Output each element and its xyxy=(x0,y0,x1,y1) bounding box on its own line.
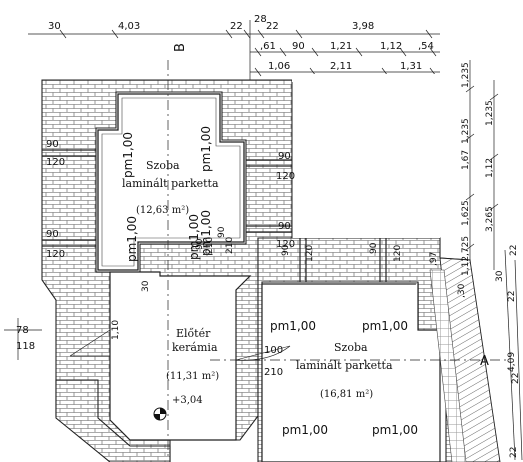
opening-label-15: 90 xyxy=(369,242,379,254)
pm-label-1: pm1,00 xyxy=(121,131,135,178)
dim-right-11: ,30 xyxy=(457,283,467,298)
pm-label-6: pm1,00 xyxy=(362,319,409,333)
opening-label-19: 78 xyxy=(16,325,29,336)
dim-right-3: 1,235 xyxy=(461,118,471,144)
opening-label-4: 120 xyxy=(276,171,296,182)
opening-label-22: 30 xyxy=(141,280,151,292)
hall-area: (11,31 m²) xyxy=(166,371,220,382)
dim-second-4: 1,12 xyxy=(380,41,403,52)
opening-label-20: 118 xyxy=(16,341,36,352)
opening-label-2: 120 xyxy=(46,157,66,168)
bay-window xyxy=(55,379,171,462)
right-dimension-lines xyxy=(465,60,523,461)
section-mark-b: B xyxy=(173,43,188,52)
dim-top-3: 22 xyxy=(230,21,243,32)
dim-third-3: 1,31 xyxy=(400,61,423,72)
dim-right-14: 4,09 xyxy=(507,351,517,372)
pm-label-9: pm1,00 xyxy=(187,213,201,260)
door-swing-entry xyxy=(69,329,111,357)
opening-label-18: 210 xyxy=(264,367,284,378)
dim-right-15: 22 xyxy=(507,290,517,302)
dim-right-6: 1,625 xyxy=(461,200,471,226)
room2-floor: laminált parketta xyxy=(296,359,393,372)
opening-label-12: 210 xyxy=(225,236,235,254)
dim-right-17: 22 xyxy=(509,446,519,458)
dim-right-12: 22 xyxy=(509,244,519,256)
dim-right-13: 30 xyxy=(495,270,505,282)
pm-label-8: pm1,00 xyxy=(372,423,419,437)
dim-right-4: 1,67 xyxy=(461,149,471,170)
dim-right-8: 3,265 xyxy=(485,206,495,232)
dim-second-1: ,61 xyxy=(260,41,276,52)
opening-label-1: 90 xyxy=(46,139,59,150)
pm-label-7: pm1,00 xyxy=(282,423,329,437)
room2-name: Szoba xyxy=(334,341,368,354)
dim-right-16: 22 xyxy=(511,372,521,384)
room1-finish-line xyxy=(101,97,241,267)
opening-label-21: 1,10 xyxy=(111,319,121,340)
hall-name: Előtér xyxy=(176,327,211,340)
room1-floor: laminált parketta xyxy=(122,177,219,190)
dim-right-5: 1,12 xyxy=(485,157,495,178)
room2-area: (16,81 m²) xyxy=(320,389,374,400)
door-swing xyxy=(235,345,291,361)
dim-second-3: 1,21 xyxy=(330,41,353,52)
dim-top-2: 4,03 xyxy=(118,21,141,32)
dim-top-5: 22 xyxy=(266,21,279,32)
hall-floor: kerámia xyxy=(172,341,218,354)
left-dimension-mark xyxy=(4,318,42,360)
pm-label-2: pm1,00 xyxy=(199,125,213,172)
opening-label-6: 120 xyxy=(46,249,66,260)
dim-right-9: 1,12 xyxy=(461,255,471,276)
top-dimension-lines xyxy=(28,20,440,90)
dim-right-10: ,97 xyxy=(429,251,439,266)
dim-top-4: 28 xyxy=(254,14,267,25)
dim-top-6: 3,98 xyxy=(352,21,375,32)
dim-top-1: 30 xyxy=(48,21,61,32)
dim-right-1: 1,235 xyxy=(461,62,471,88)
room1-area: (12,63 m²) xyxy=(136,205,190,216)
room1-inner-outline xyxy=(97,93,245,271)
level-marker-icon xyxy=(153,407,167,421)
dim-right-7: ,725 xyxy=(461,235,471,256)
opening-label-16: 120 xyxy=(393,244,403,262)
section-mark-a: A xyxy=(480,354,489,369)
upper-right-open-area xyxy=(292,74,440,238)
hall-inner-outline xyxy=(109,271,252,441)
opening-label-14: 120 xyxy=(305,244,315,262)
opening-label-17: 100 xyxy=(264,345,284,356)
pm-label-3: pm1,00 xyxy=(125,215,139,262)
opening-label-5: 90 xyxy=(46,229,59,240)
dim-third-1: 1,06 xyxy=(268,61,291,72)
pm-label-5: pm1,00 xyxy=(270,319,317,333)
opening-label-13: 90 xyxy=(281,244,291,256)
hall-level: +3,04 xyxy=(172,395,203,406)
room1-name: Szoba xyxy=(146,159,180,172)
dim-second-5: ,54 xyxy=(418,41,434,52)
pm-label-4: pm1,00 xyxy=(199,209,213,256)
dim-second-2: 90 xyxy=(292,41,305,52)
dim-right-2: 1,235 xyxy=(485,100,495,126)
opening-label-7: 90 xyxy=(278,221,291,232)
dim-third-2: 2,11 xyxy=(330,61,353,72)
opening-label-8: 120 xyxy=(276,239,296,250)
window-openings xyxy=(42,149,387,282)
opening-label-3: 90 xyxy=(278,151,291,162)
